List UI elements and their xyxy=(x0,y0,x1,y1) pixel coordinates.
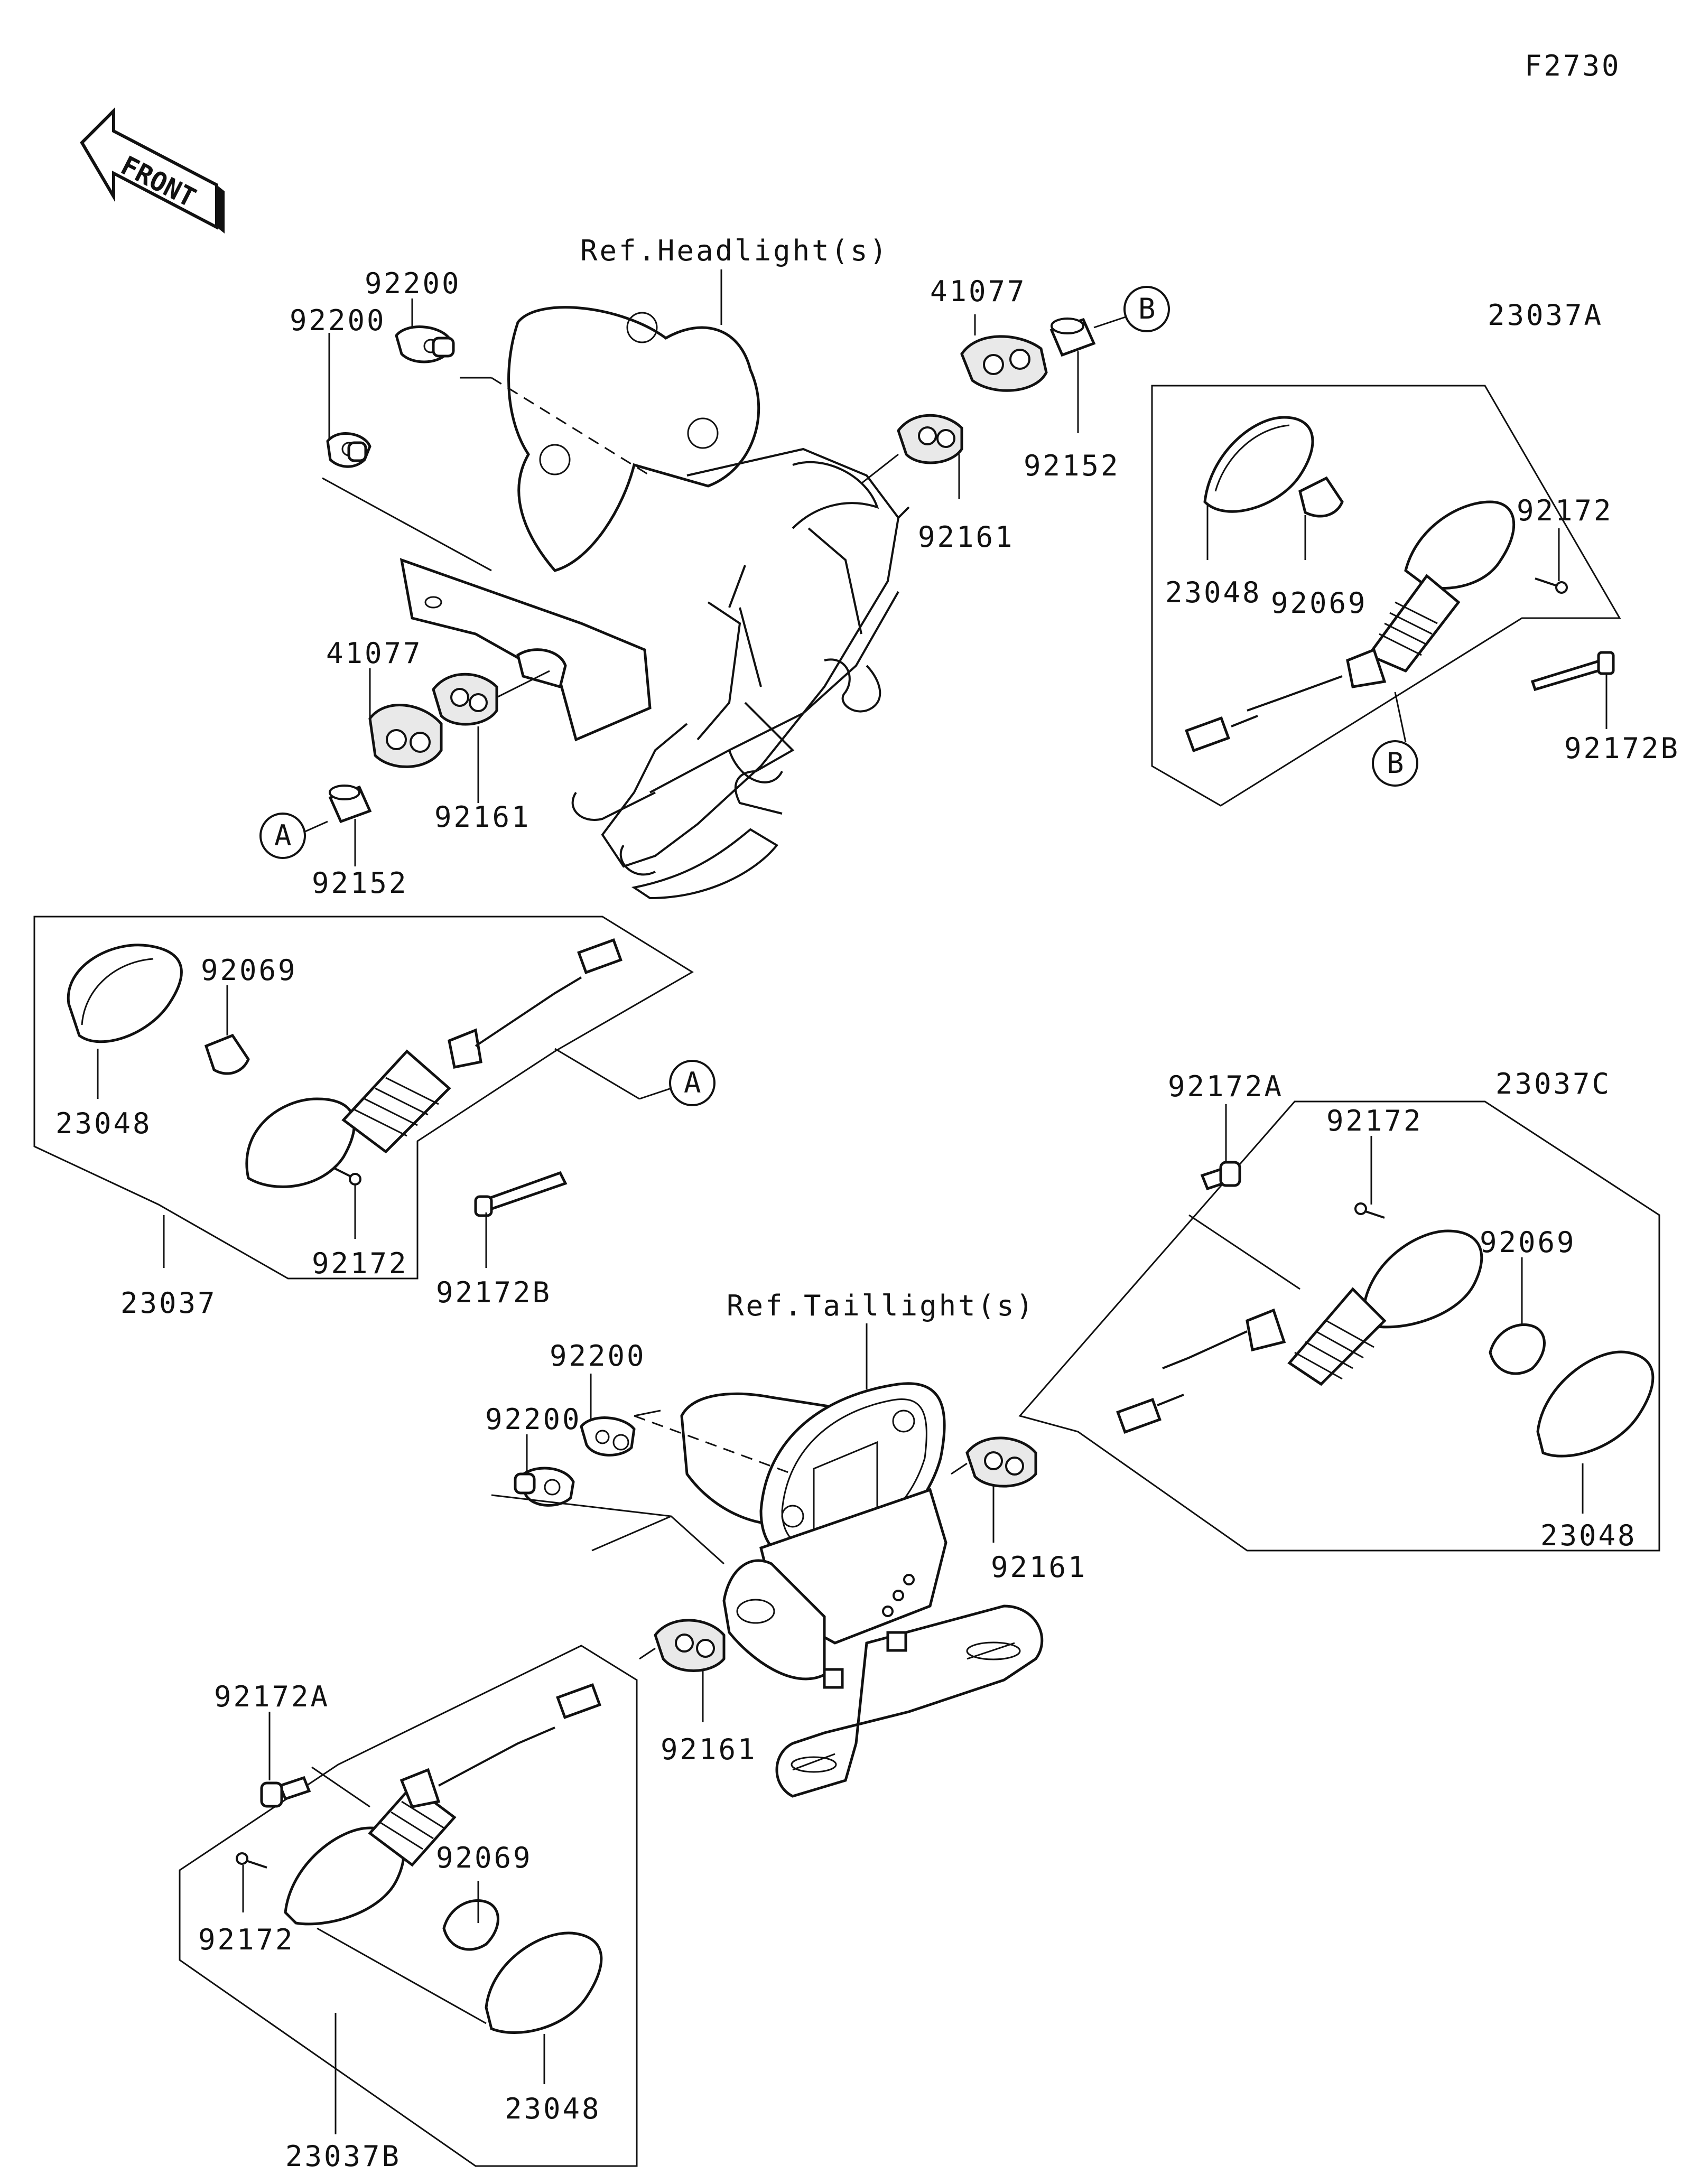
part-label: 92161 xyxy=(434,800,531,834)
turn-signal-23037A xyxy=(1185,416,1516,752)
rubber-mount-92161-a xyxy=(897,414,963,464)
part-label: 23037B xyxy=(285,2140,401,2173)
part-label: 23048 xyxy=(505,2092,601,2125)
part-label: 92161 xyxy=(918,520,1015,554)
figure-code: F2730 xyxy=(1525,49,1621,82)
part-label: 23037C xyxy=(1495,1067,1611,1100)
part-label: 92152 xyxy=(312,866,408,900)
part-label: 23037A xyxy=(1488,298,1603,332)
screw-92172-b xyxy=(332,1166,361,1186)
screw-92172-c xyxy=(1354,1202,1385,1219)
connector-b-top-icon xyxy=(1123,286,1170,332)
part-label: 41077 xyxy=(326,637,423,670)
part-label: 41077 xyxy=(930,275,1027,308)
assembly-outline-23037A xyxy=(1151,385,1621,807)
front-arrow-icon: FRONT xyxy=(80,107,225,234)
ref-headlight-label: Ref.Headlight(s) xyxy=(580,234,889,267)
part-label: 92161 xyxy=(661,1733,757,1766)
part-label: 92172A xyxy=(1168,1070,1284,1103)
turn-signal-23037B xyxy=(284,1683,603,2034)
part-label: 92172B xyxy=(1564,732,1680,765)
part-label: 92172B xyxy=(436,1276,552,1309)
connector-b-top: B xyxy=(1138,292,1158,325)
part-labels: 92200 92200 41077 92152 92161 41077 9216… xyxy=(55,267,1680,2173)
rubber-washer-92200-b xyxy=(395,325,455,363)
connector-a-right: A xyxy=(684,1066,703,1099)
collar-92152-a xyxy=(1049,318,1096,357)
grommet-41077-b xyxy=(368,704,443,768)
part-label: 92200 xyxy=(365,267,461,300)
part-label: 92069 xyxy=(1271,586,1368,620)
turn-signal-23037C xyxy=(1116,1229,1655,1458)
screw-92172A-a xyxy=(1200,1161,1241,1191)
rubber-mount-92161-c xyxy=(965,1436,1037,1488)
part-label: 23048 xyxy=(1540,1519,1637,1552)
turn-signal-23037 xyxy=(67,938,622,1188)
connector-a-left: A xyxy=(274,819,294,852)
connector-a-left-icon xyxy=(259,813,306,859)
part-label: 23048 xyxy=(1165,576,1262,609)
collar-92152-b xyxy=(328,785,372,824)
part-label: 92161 xyxy=(991,1551,1088,1584)
part-label: 92200 xyxy=(290,304,386,337)
connector-a-right-icon xyxy=(669,1060,716,1106)
part-label: 92172 xyxy=(198,1923,295,1956)
assembly-outline-23037B xyxy=(179,1645,638,2167)
part-label: 92152 xyxy=(1024,449,1120,482)
part-label: 92172A xyxy=(214,1680,330,1713)
part-label: 23048 xyxy=(55,1107,152,1140)
taillight-bracket xyxy=(680,1382,1044,1798)
assembly-outline-23037C xyxy=(1018,1100,1660,1552)
part-label: 92172 xyxy=(1517,494,1613,527)
part-label: 92200 xyxy=(485,1403,582,1436)
rubber-washer-92200-c xyxy=(580,1416,636,1457)
connector-b-bottom: B xyxy=(1387,746,1406,780)
screw-92172-a xyxy=(1535,577,1568,594)
part-label: 23037 xyxy=(120,1286,217,1320)
ref-taillight-label: Ref.Taillight(s) xyxy=(727,1289,1035,1322)
screw-92172-d xyxy=(236,1852,267,1869)
rubber-washer-92200-d xyxy=(514,1467,575,1507)
part-label: 92069 xyxy=(1480,1226,1576,1259)
assembly-outline-23037 xyxy=(33,916,694,1280)
headlight-bracket xyxy=(399,306,910,900)
connector-b-bottom-icon xyxy=(1372,740,1418,787)
rubber-washer-92200-a xyxy=(326,432,371,468)
part-label: 92200 xyxy=(550,1339,646,1373)
screw-92172B-b xyxy=(474,1171,568,1217)
grommet-41077-a xyxy=(960,335,1048,392)
part-label: 92069 xyxy=(436,1841,533,1874)
part-label: 92069 xyxy=(201,954,298,987)
screw-92172B-a xyxy=(1530,651,1615,692)
rubber-mount-92161-b xyxy=(432,673,498,726)
part-label: 92172 xyxy=(1326,1104,1423,1137)
rubber-mount-92161-d xyxy=(654,1619,726,1672)
part-label: 92172 xyxy=(312,1247,408,1280)
screw-92172A-b xyxy=(260,1776,311,1808)
